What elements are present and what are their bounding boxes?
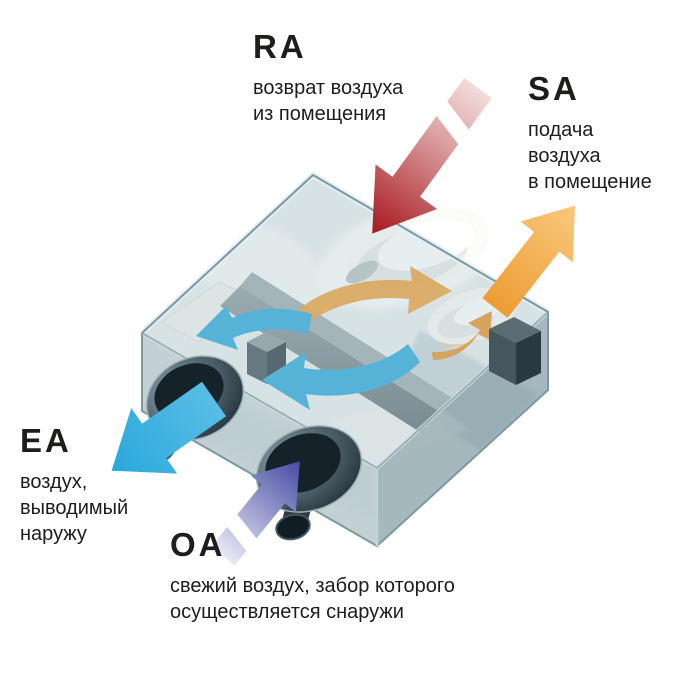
oa-description-line-1: свежий воздух, забор которого [170, 575, 455, 597]
ra-description-line-1: возврат воздуха [253, 77, 404, 99]
ra-arrow-icon [372, 78, 492, 234]
internal-exhaust-airflow-arrow-icon [196, 306, 312, 350]
sa-description-line-2: воздуха [528, 145, 601, 167]
exhaust-fan-horn [345, 207, 490, 293]
ra-description-line-2: из помещения [253, 103, 387, 125]
sa-code: SA [528, 70, 580, 107]
internal-supply-airflow-arrow-icon [296, 266, 452, 322]
casing-top-face [142, 175, 548, 468]
sa-description-line-1: подача [528, 119, 594, 141]
sa-arrow-icon [482, 205, 576, 318]
ea-description-line-2: выводимый [20, 497, 129, 519]
sa-description-line-3: в помещение [528, 171, 652, 193]
ra-code: RA [253, 28, 307, 65]
ra-label: RA возврат воздуха из помещения [253, 28, 403, 127]
ea-arrow-icon [111, 381, 227, 474]
oa-label: OA свежий воздух, забор которого осущест… [170, 526, 455, 625]
internal-supply-airflow-small-arrow-icon [432, 311, 492, 360]
oa-arrow-icon [211, 461, 300, 566]
oa-code: OA [170, 526, 226, 563]
oa-description-line-2: осуществляется снаружи [170, 601, 404, 623]
ea-description-line-3: наружу [20, 523, 87, 545]
ea-label: EA воздух, выводимый наружу [20, 422, 128, 547]
sa-label: SA подача воздуха в помещение [528, 70, 652, 195]
internal-exhaust-airflow-arrow2-icon [262, 344, 420, 410]
ea-description-line-1: воздух, [20, 471, 88, 493]
ea-code: EA [20, 422, 72, 459]
right-duct-cone-icon [255, 425, 363, 541]
electrical-box [489, 317, 541, 385]
